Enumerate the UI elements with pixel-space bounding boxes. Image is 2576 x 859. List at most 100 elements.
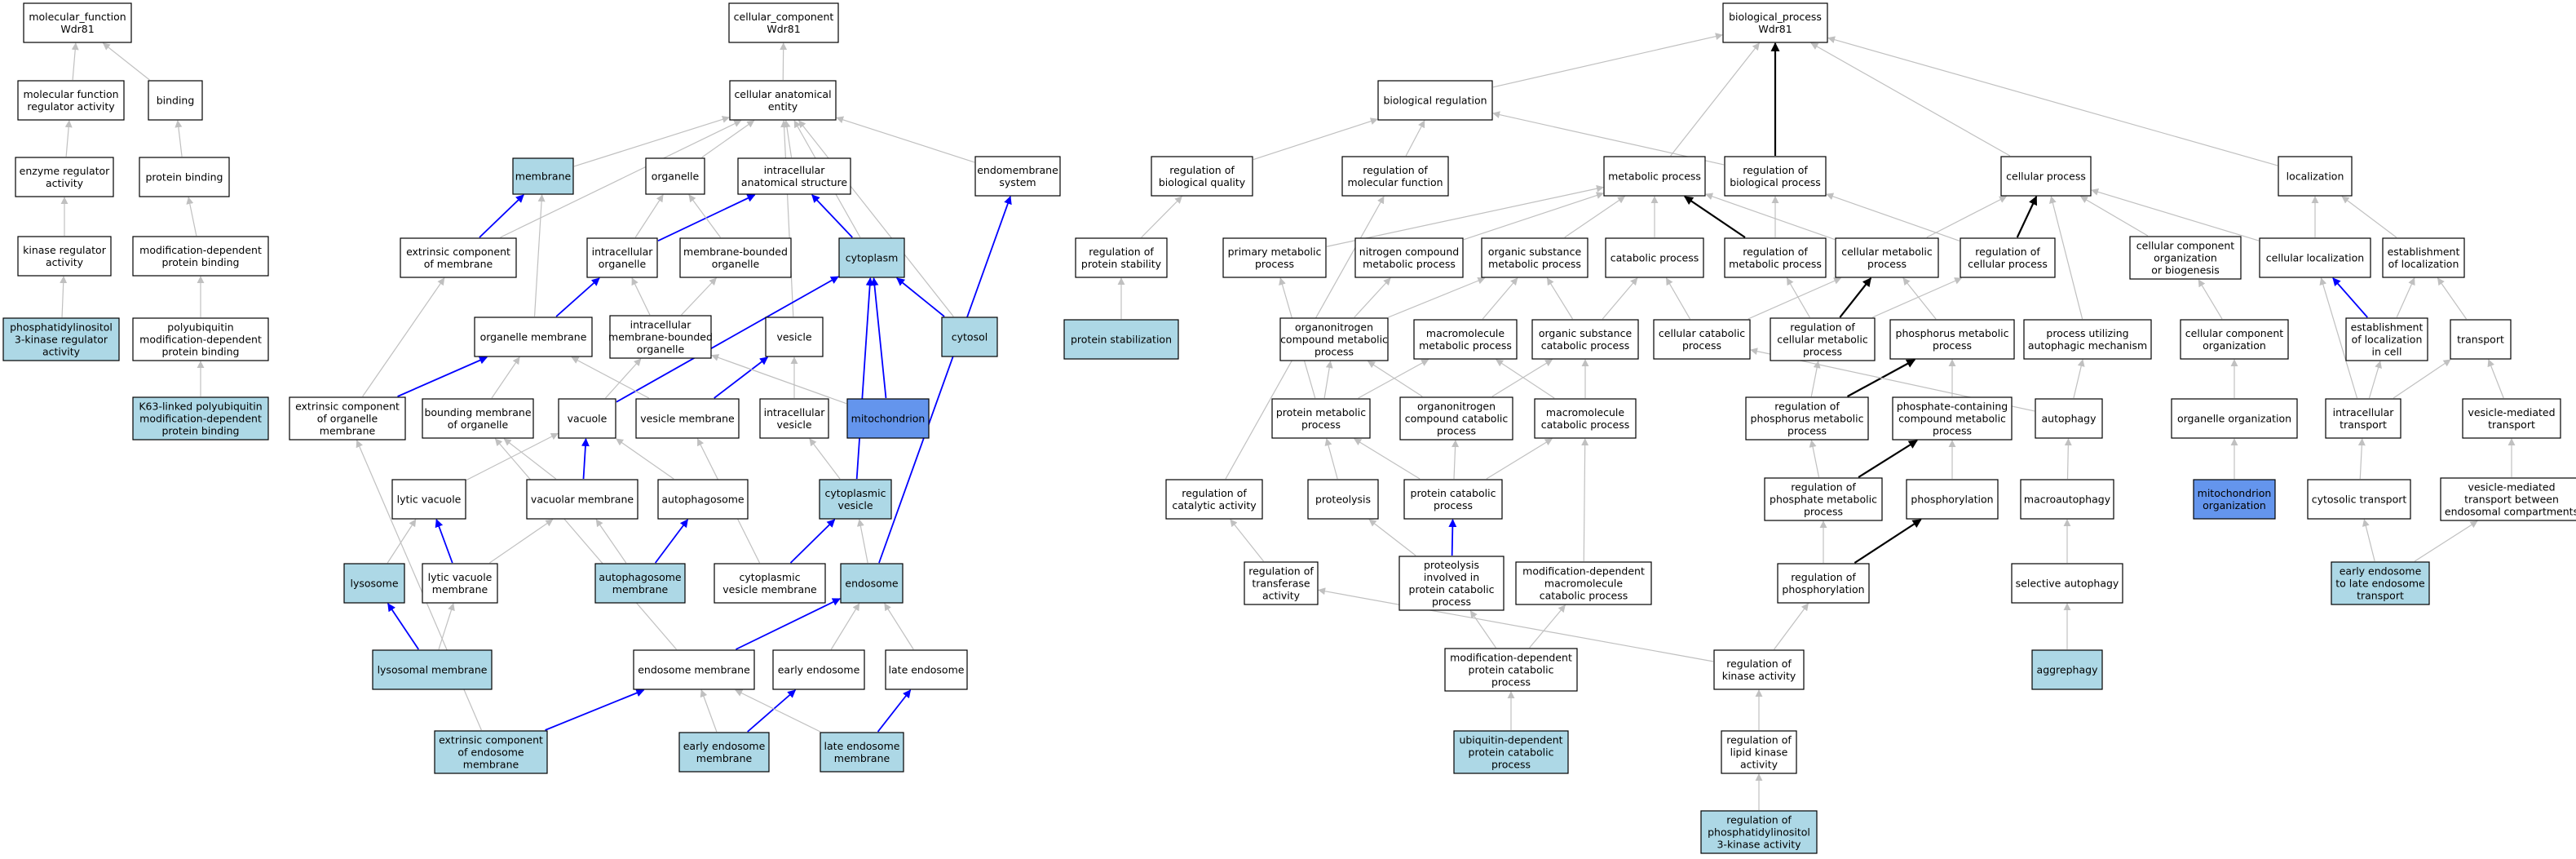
term-node-membrane[interactable]: membrane (512, 157, 574, 195)
term-node-cell-proc[interactable]: cellular process (2000, 156, 2092, 197)
term-node-prot-bind[interactable]: protein binding (139, 157, 230, 197)
term-node-autophagosome[interactable]: autophagosome (657, 479, 749, 520)
term-node-cyto-transport[interactable]: cytosolic transport (2307, 479, 2411, 520)
term-node-vesicle-mem[interactable]: vesicle membrane (635, 398, 740, 439)
term-node-proteolysis[interactable]: proteolysis (1307, 479, 1379, 520)
term-node-autophagy[interactable]: autophagy (2035, 398, 2103, 439)
term-node-cytosol[interactable]: cytosol (941, 317, 998, 357)
term-node-metab-proc[interactable]: metabolic process (1603, 156, 1706, 197)
term-node-organelle[interactable]: organelle (645, 157, 705, 195)
term-node-reg-pi3k[interactable]: regulation ofphosphatidylinositol3-kinas… (1700, 810, 1818, 854)
term-node-early-endo[interactable]: early endosome (772, 649, 865, 690)
term-node-mitochondrion[interactable]: mitochondrion (846, 398, 930, 439)
term-node-lytic-vac[interactable]: lytic vacuole (391, 479, 466, 520)
term-node-k63[interactable]: K63-linked polyubiquitinmodification-dep… (132, 396, 269, 441)
term-node-catab-proc[interactable]: catabolic process (1605, 237, 1704, 278)
term-node-mod-dep-macro-catab[interactable]: modification-dependentmacromoleculecatab… (1515, 561, 1652, 605)
term-node-polyub-bind[interactable]: polyubiquitinmodification-dependentprote… (132, 317, 269, 361)
term-node-vac-mem[interactable]: vacuolar membrane (526, 479, 638, 520)
term-node-prot-stab[interactable]: protein stabilization (1063, 319, 1179, 360)
term-node-org-mem[interactable]: organelle membrane (474, 317, 593, 357)
term-node-sel-autophagy[interactable]: selective autophagy (2011, 563, 2123, 604)
term-node-organelle-org[interactable]: organelle organization (2171, 398, 2298, 439)
term-node-lysosome[interactable]: lysosome (343, 563, 405, 604)
term-node-localization[interactable]: localization (2278, 156, 2353, 197)
term-node-vesicle[interactable]: vesicle (765, 317, 824, 357)
term-node-aggrephagy[interactable]: aggrephagy (2031, 649, 2103, 690)
term-node-cell-local[interactable]: cellular localization (2259, 237, 2371, 278)
term-node-endosome-mem[interactable]: endosome membrane (633, 649, 755, 690)
term-node-bio-reg[interactable]: biological regulation (1377, 80, 1493, 121)
term-node-endosome[interactable]: endosome (840, 563, 904, 604)
term-node-late-endo[interactable]: late endosome (885, 649, 968, 690)
term-node-transport[interactable]: transport (2450, 319, 2512, 360)
term-node-cytoplasm[interactable]: cytoplasm (838, 237, 905, 278)
term-node-macroautophagy[interactable]: macroautophagy (2020, 479, 2114, 520)
term-node-lysosomal-mem[interactable]: lysosomal membrane (372, 649, 493, 690)
term-node-phosphorylation[interactable]: phosphorylation (1906, 479, 1999, 520)
